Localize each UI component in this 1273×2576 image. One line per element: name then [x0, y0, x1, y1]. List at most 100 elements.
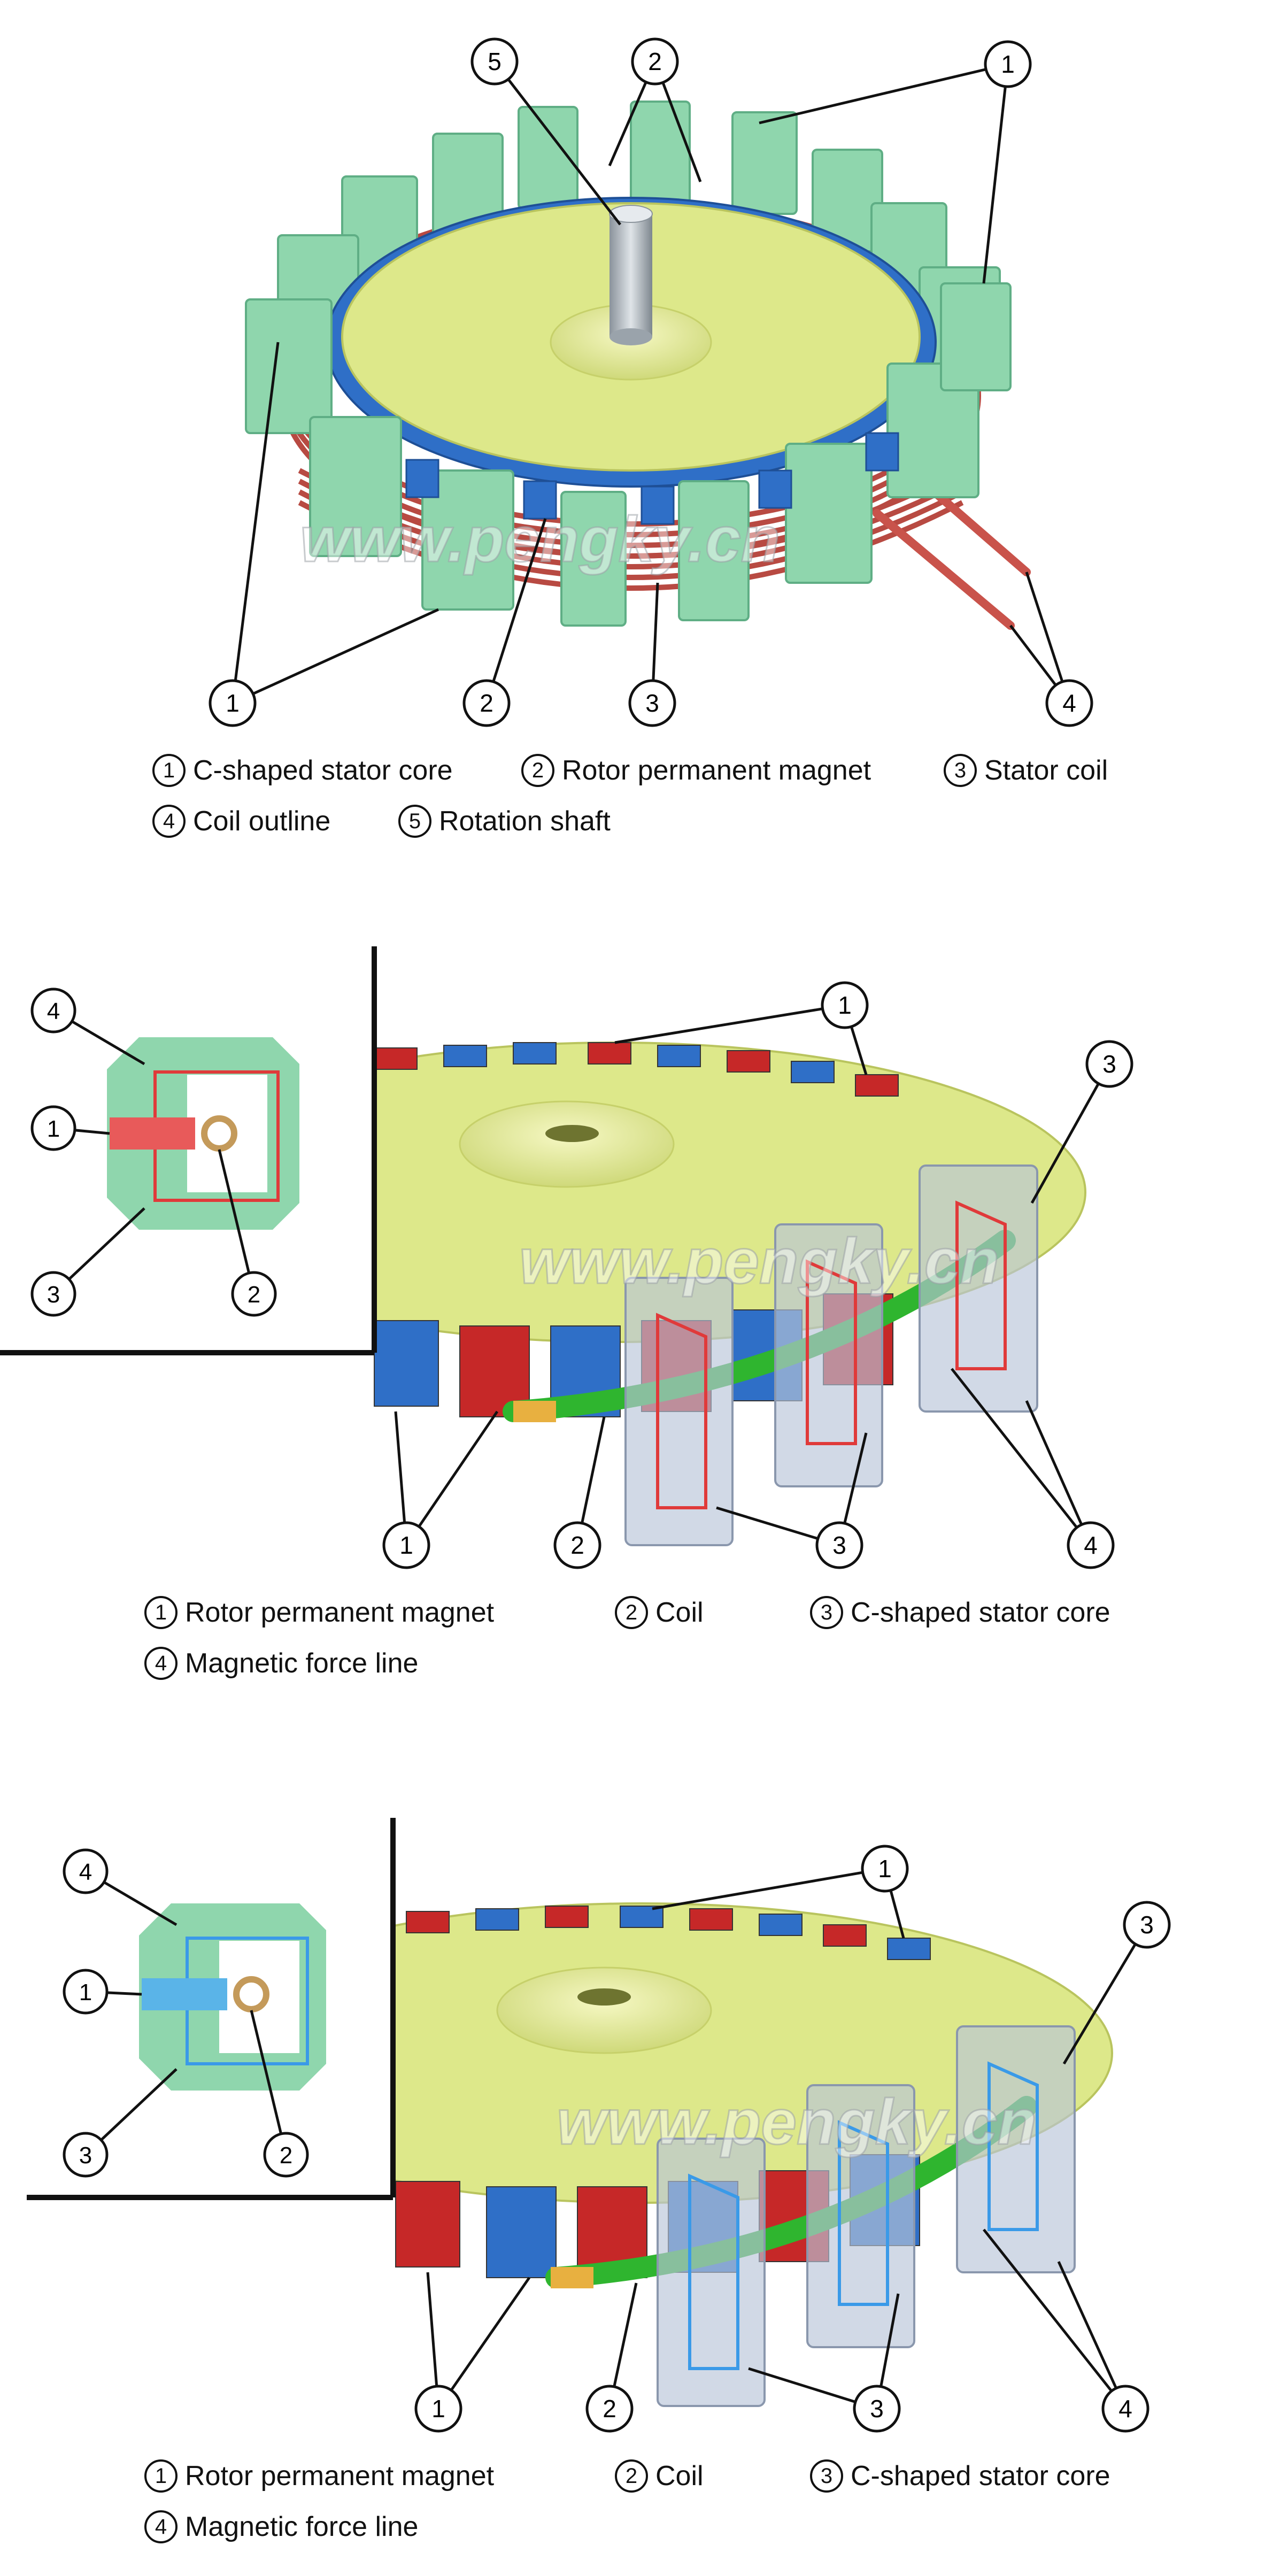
panel3-inset-callout-1: 1 [63, 1969, 109, 2015]
legend-label: Stator coil [984, 755, 1108, 786]
panel3-coil-end [551, 2267, 593, 2288]
legend-label: Coil [655, 1597, 704, 1628]
panel1-callout-1-top: 1 [984, 40, 1032, 88]
legend-number: 5 [398, 805, 431, 838]
panel1-generator-illustration: www.pengky.cn [245, 101, 1031, 630]
panel1-stator-cores-front [245, 282, 1012, 627]
panel3-inset-callout-3: 3 [63, 2132, 109, 2178]
panel3-inset-force-line [186, 1937, 309, 2065]
panel2-inset-callout-4: 4 [30, 988, 76, 1034]
panel1-legend-item-rotor-magnet: 2 Rotor permanent magnet [521, 754, 871, 787]
panel2-callout-2: 2 [553, 1521, 601, 1569]
svg-text:3: 3 [47, 1282, 60, 1308]
svg-text:3: 3 [1102, 1050, 1116, 1078]
panel1-callout-2-top: 2 [631, 37, 679, 86]
legend-label: Magnetic force line [185, 2511, 419, 2542]
panel2-inset-callout-1: 1 [30, 1105, 76, 1151]
svg-text:1: 1 [399, 1531, 413, 1559]
panel2-callout-1-top: 1 [821, 981, 869, 1029]
panel2-hub-hole [545, 1125, 599, 1142]
legend-number: 4 [144, 2510, 178, 2543]
panel3-legend-item-rotor-magnet: 1 Rotor permanent magnet [144, 2459, 494, 2493]
legend-number: 3 [810, 2459, 843, 2493]
legend-number: 2 [615, 1596, 648, 1629]
panel2-callout-4: 4 [1067, 1521, 1115, 1569]
panel1-callouts: 5 2 1 1 2 3 4 [209, 37, 1093, 727]
panel2-inset-force-line [153, 1070, 280, 1202]
svg-text:2: 2 [648, 48, 662, 75]
legend-label: C-shaped stator core [193, 755, 453, 786]
legend-number: 3 [810, 1596, 843, 1629]
panel1-callout-3: 3 [628, 679, 676, 727]
svg-text:1: 1 [47, 1116, 60, 1142]
panel1-legend-item-stator-core: 1 C-shaped stator core [152, 754, 453, 787]
panel1-callout-4: 4 [1045, 679, 1093, 727]
svg-text:2: 2 [248, 1282, 260, 1308]
legend-label: Magnetic force line [185, 1648, 419, 1679]
panel1-callout-1-bottom: 1 [209, 679, 257, 727]
legend-number: 4 [152, 805, 186, 838]
panel2-coil-end [513, 1401, 556, 1422]
panel2-callout-3-top: 3 [1085, 1040, 1133, 1088]
panel3-callout-1-bottom: 1 [414, 2385, 462, 2433]
panel2-magnetic-force-lines [656, 1200, 1007, 1509]
panel2-legend-item-coil: 2 Coil [615, 1596, 704, 1629]
panel3-watermark: www.pengky.cn [557, 2086, 1037, 2158]
panel3-inset-magnet [142, 1978, 227, 2010]
panel2-legend-item-rotor-magnet: 1 Rotor permanent magnet [144, 1596, 494, 1629]
legend-number: 1 [144, 2459, 178, 2493]
panel2-legend: 1 Rotor permanent magnet 2 Coil 3 C-shap… [144, 1596, 1110, 1680]
panel2-legend-item-force-line: 4 Magnetic force line [144, 1647, 418, 1680]
legend-label: Rotation shaft [439, 806, 611, 837]
svg-text:1: 1 [226, 689, 240, 717]
panel1-legend-item-coil-outline: 4 Coil outline [152, 805, 330, 838]
svg-text:1: 1 [1001, 50, 1015, 78]
panel1-rotation-shaft [609, 205, 653, 345]
panel2-illustration: www.pengky.cn [0, 946, 1086, 1546]
svg-text:2: 2 [570, 1531, 584, 1559]
legend-label: Rotor permanent magnet [562, 755, 871, 786]
svg-text:3: 3 [79, 2142, 92, 2169]
legend-number: 2 [521, 754, 554, 787]
svg-text:2: 2 [280, 2142, 292, 2169]
svg-text:3: 3 [645, 689, 659, 717]
panel1-legend-item-rotation-shaft: 5 Rotation shaft [398, 805, 611, 838]
panel3-legend-item-coil: 2 Coil [615, 2459, 704, 2493]
legend-label: Rotor permanent magnet [185, 1597, 495, 1628]
svg-text:4: 4 [1118, 2395, 1132, 2423]
panel3-callout-2: 2 [585, 2385, 634, 2433]
panel3-callout-4: 4 [1101, 2385, 1149, 2433]
svg-text:1: 1 [838, 991, 852, 1019]
panel2-rotor-hub [459, 1100, 675, 1188]
panel2-inset-callout-2: 2 [231, 1271, 277, 1317]
panel3-callout-3-top: 3 [1123, 1901, 1171, 1949]
panel2-legend-item-stator-core: 3 C-shaped stator core [810, 1596, 1110, 1629]
svg-text:1: 1 [878, 1855, 892, 1883]
panel3-hub-hole [577, 1988, 631, 2006]
svg-text:4: 4 [47, 998, 60, 1024]
panel2-watermark: www.pengky.cn [519, 1225, 999, 1297]
panel3-callouts: 1 3 1 2 3 4 4 1 3 2 [63, 1845, 1171, 2433]
legend-label: Rotor permanent magnet [185, 2461, 495, 2492]
legend-label: C-shaped stator core [851, 2461, 1110, 2492]
panel2-callouts: 1 3 1 2 3 4 4 1 3 2 [30, 981, 1133, 1569]
panel3-rotor-hub [496, 1966, 712, 2054]
panel2-callout-3-bottom: 3 [815, 1521, 863, 1569]
svg-text:2: 2 [480, 689, 493, 717]
panel3-inset-callout-2: 2 [263, 2132, 309, 2178]
svg-text:4: 4 [1084, 1531, 1098, 1559]
panel2-inset-magnet [110, 1117, 195, 1150]
panel2-callout-1-bottom: 1 [382, 1521, 430, 1569]
legend-label: Coil [655, 2461, 704, 2492]
panel3-legend-item-force-line: 4 Magnetic force line [144, 2510, 418, 2543]
panel3-inset-callout-4: 4 [63, 1848, 109, 1894]
panel3-inset-coil [233, 1976, 269, 2012]
panel1-legend-item-stator-coil: 3 Stator coil [944, 754, 1108, 787]
panel1-legend: 1 C-shaped stator core 2 Rotor permanent… [0, 0, 1273, 855]
panel3-magnetic-force-lines [688, 2061, 1039, 2370]
legend-number: 2 [615, 2459, 648, 2493]
svg-text:3: 3 [832, 1531, 846, 1559]
panel3-legend-item-stator-core: 3 C-shaped stator core [810, 2459, 1110, 2493]
